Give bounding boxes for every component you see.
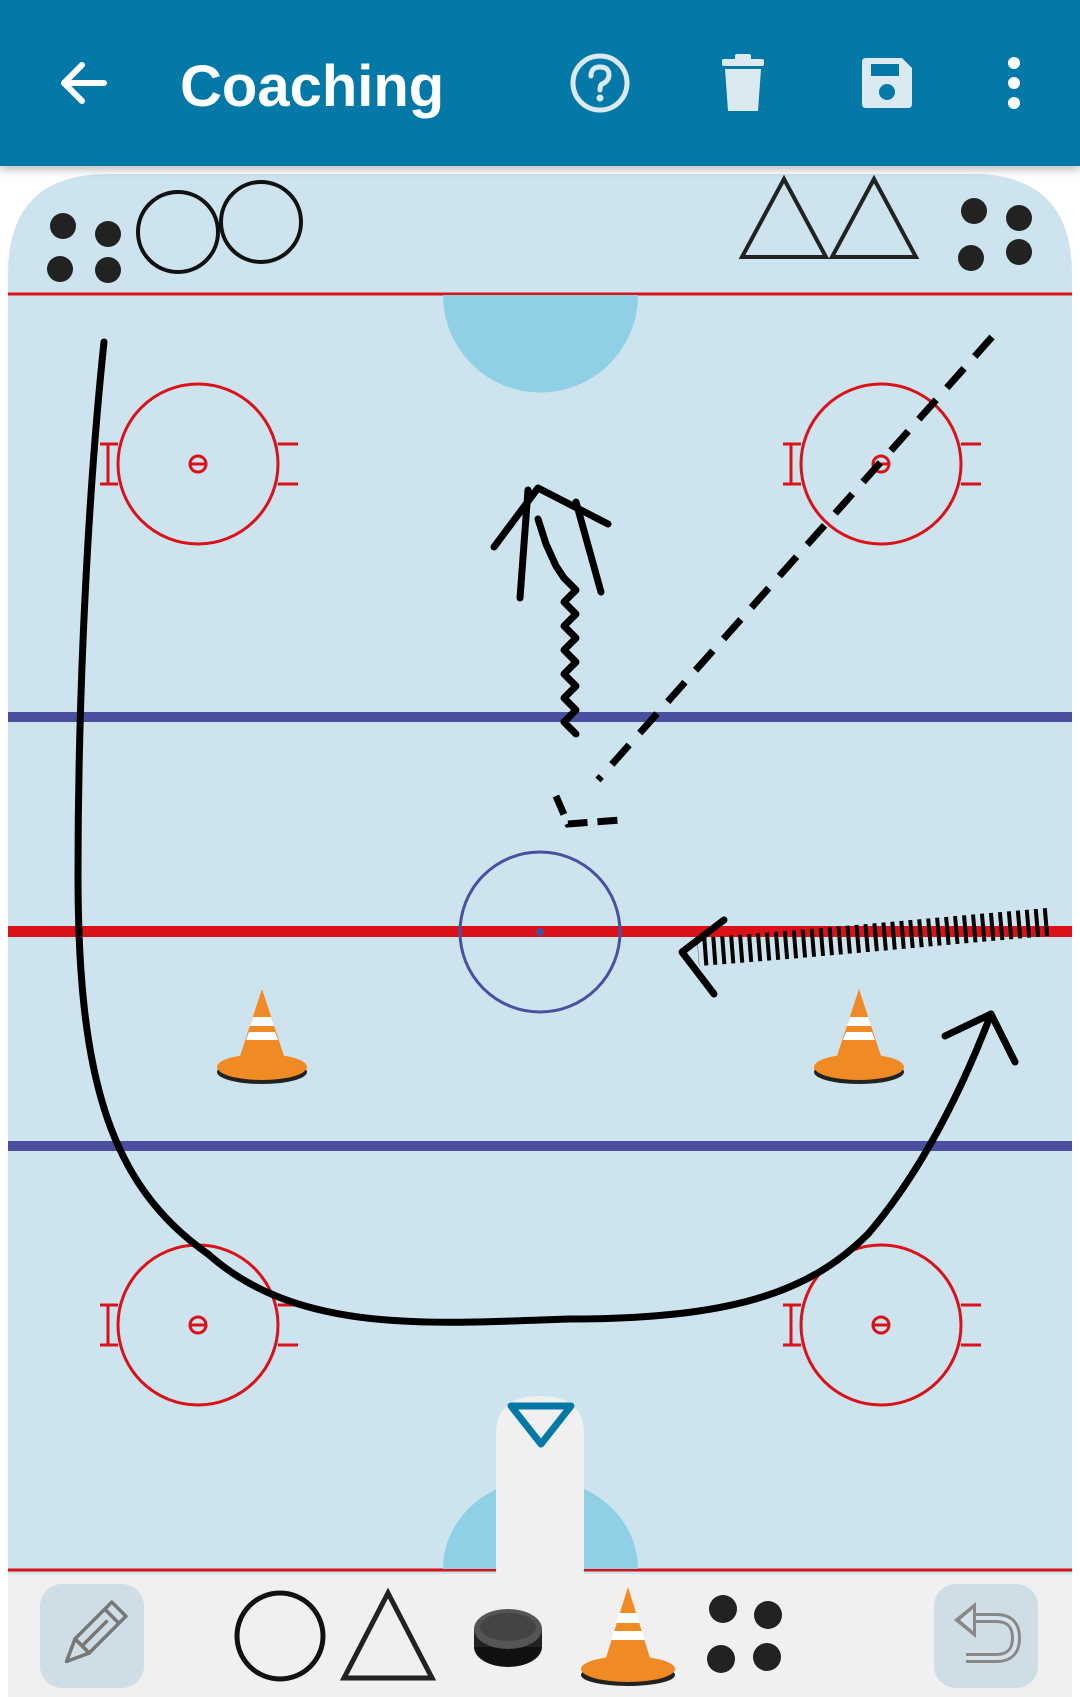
circle-player-icon <box>234 1590 326 1682</box>
undo-icon <box>954 1602 1021 1663</box>
player-dot-marker[interactable] <box>1006 205 1032 231</box>
page-title: Coaching <box>180 54 445 119</box>
blue-line-bottom <box>8 1141 1072 1151</box>
player-dot-marker[interactable] <box>50 213 76 239</box>
help-button[interactable] <box>560 43 640 123</box>
cone-marker-right[interactable] <box>814 989 904 1084</box>
player-dot-marker[interactable] <box>1006 239 1032 265</box>
player-dot-marker[interactable] <box>95 257 121 283</box>
faceoff-circle-bottom-right <box>783 1243 981 1407</box>
cone-marker-left[interactable] <box>217 989 307 1084</box>
cone-icon <box>581 1587 675 1686</box>
puck-tool[interactable] <box>458 1588 558 1684</box>
back-button[interactable] <box>44 43 124 123</box>
player-circle-marker[interactable] <box>219 180 303 264</box>
delete-button[interactable] <box>703 43 783 123</box>
save-button[interactable] <box>847 43 927 123</box>
delete-icon <box>722 54 764 111</box>
dots-tool[interactable] <box>698 1588 794 1684</box>
goal-crease-top <box>443 295 638 393</box>
undo-button[interactable] <box>934 1584 1038 1688</box>
player-circle-marker[interactable] <box>136 190 220 274</box>
skate-path-line[interactable] <box>74 338 1019 1326</box>
center-faceoff-circle <box>458 850 622 1014</box>
pencil-tool-button[interactable] <box>40 1584 144 1688</box>
puck-carry-line[interactable] <box>490 484 612 738</box>
player-dot-marker[interactable] <box>47 256 73 282</box>
team-b-bench[interactable] <box>738 174 1032 271</box>
team-a-bench[interactable] <box>47 180 303 283</box>
help-icon <box>570 53 630 113</box>
player-triangle-marker[interactable] <box>738 174 830 259</box>
back-arrow-icon <box>61 62 107 104</box>
circle-player-tool[interactable] <box>230 1586 330 1686</box>
player-dot-marker[interactable] <box>95 221 121 247</box>
player-dot-marker[interactable] <box>961 198 987 224</box>
player-dot-marker[interactable] <box>958 245 984 271</box>
puck-icon <box>474 1609 542 1667</box>
blue-line-top <box>8 712 1072 722</box>
ice-surface <box>8 174 1072 1574</box>
drawing-toolbar <box>8 1574 1072 1697</box>
hockey-rink-board[interactable] <box>8 174 1072 1574</box>
triangle-player-icon <box>340 1588 436 1681</box>
more-vert-icon <box>1008 57 1020 109</box>
faceoff-circle-top-left <box>100 382 298 546</box>
app-bar: Coaching <box>0 0 1080 166</box>
pencil-icon <box>64 1600 128 1664</box>
more-options-button[interactable] <box>974 43 1054 123</box>
collapse-toggle[interactable] <box>496 1396 584 1574</box>
dots-icon <box>707 1595 782 1673</box>
cone-tool[interactable] <box>573 1580 683 1692</box>
save-icon <box>862 58 912 108</box>
player-triangle-marker[interactable] <box>828 174 920 259</box>
backward-skate-line[interactable] <box>678 908 1050 998</box>
collapse-triangle-icon <box>507 1402 575 1448</box>
pass-path-line[interactable] <box>552 334 995 828</box>
triangle-player-tool[interactable] <box>338 1586 438 1686</box>
